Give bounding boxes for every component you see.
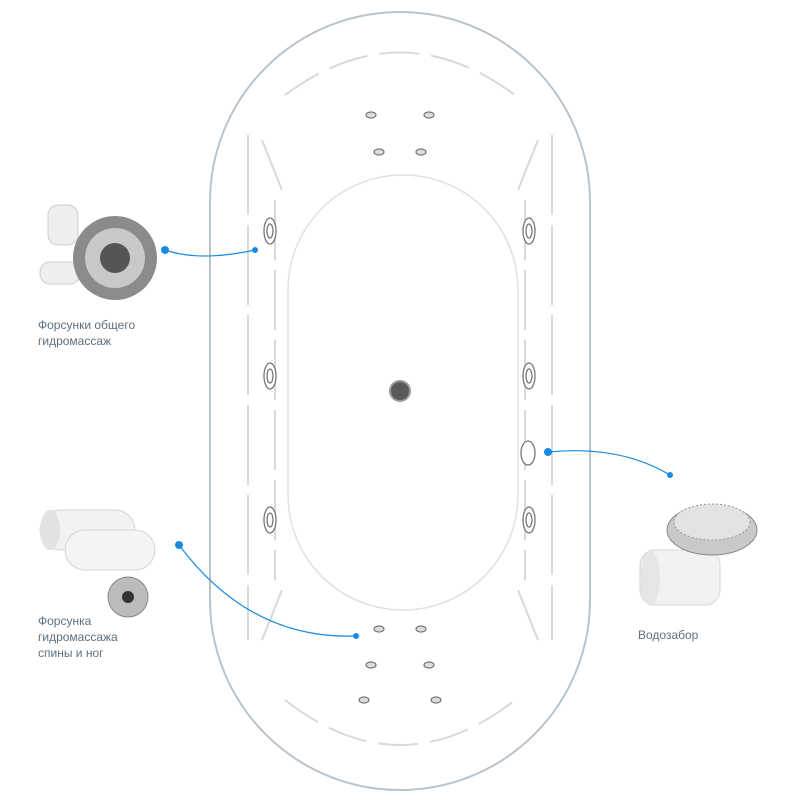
water-intake-label: Водозабор — [638, 628, 699, 642]
tub-outline — [209, 11, 591, 791]
back-leg-jet-image — [39, 509, 156, 618]
tub-basin — [287, 174, 519, 611]
callout-lines — [164, 249, 671, 637]
side-jets — [263, 217, 536, 534]
general-jets-label: Форсунки общего гидромассаж — [38, 318, 136, 348]
back-leg-jets — [358, 111, 442, 704]
drain-icon — [389, 380, 411, 402]
general-jet-image — [39, 204, 157, 300]
callout-dots — [161, 246, 673, 639]
back-leg-jet-label: Форсунка гидромассажа спины и ног — [38, 614, 118, 660]
water-intake-image — [639, 503, 758, 606]
